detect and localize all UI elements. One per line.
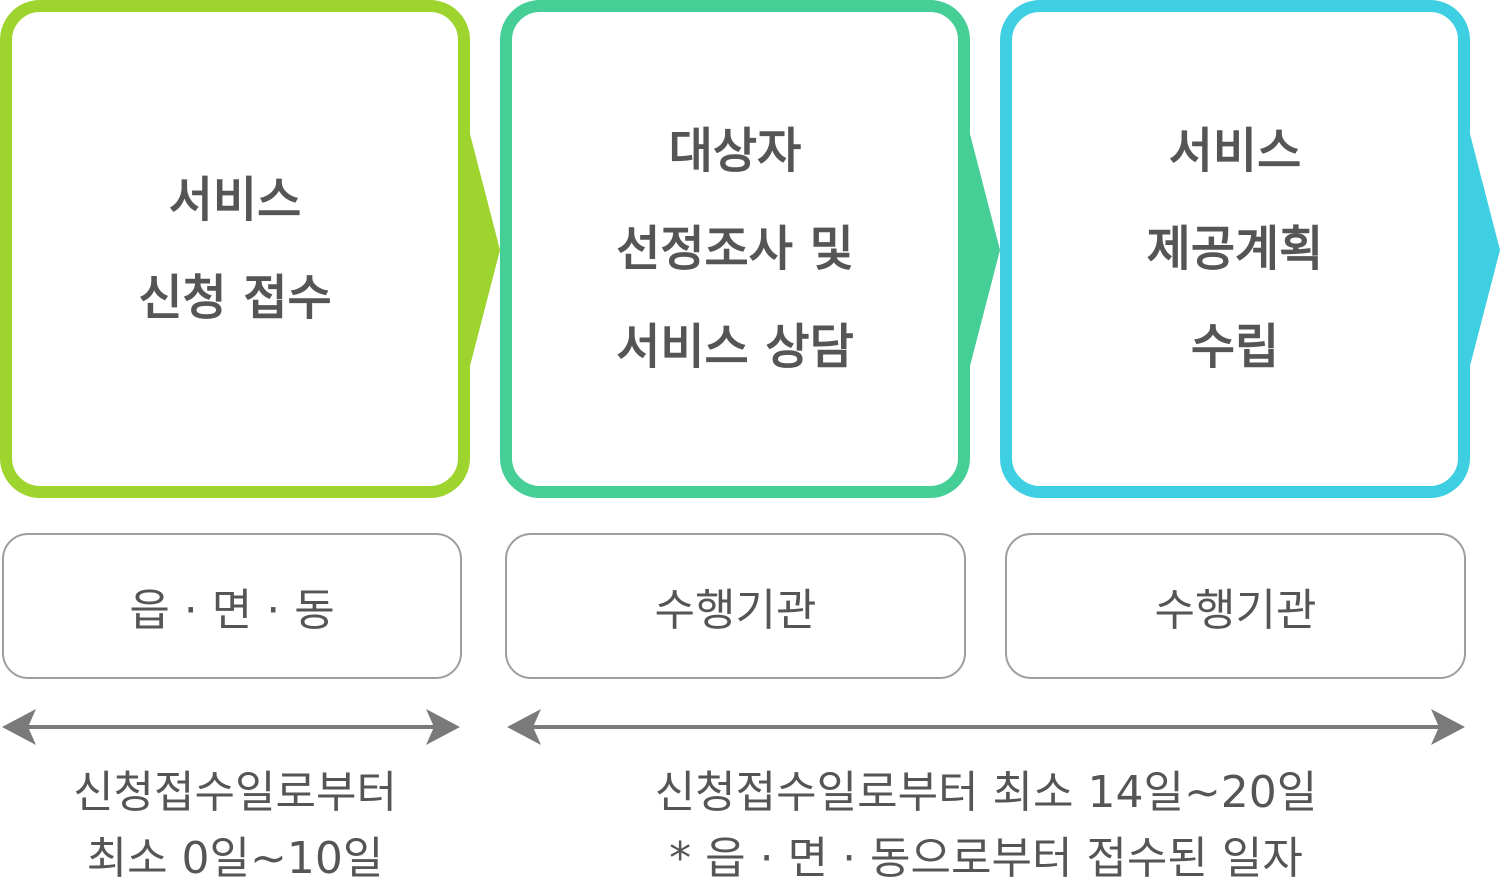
- flow-arrow-icon: [470, 134, 500, 366]
- duration-note-line: 신청접수일로부터: [73, 767, 397, 818]
- stage-label: 대상자: [668, 123, 802, 179]
- duration-note-assessment: 신청접수일로부터 최소 14일~20일 * 읍 · 면 · 동으로부터 접수된 …: [505, 760, 1467, 892]
- agent-box-provider: 수행기관: [505, 533, 966, 679]
- duration-span-arrow: [507, 709, 1465, 745]
- stage-label: 선정조사 및: [616, 221, 854, 277]
- stage-label: 서비스: [168, 172, 302, 228]
- stage-service-plan: 서비스 제공계획 수립: [1000, 0, 1470, 498]
- agent-box-provider: 수행기관: [1005, 533, 1466, 679]
- duration-note-line: 최소 0일~10일: [86, 833, 384, 884]
- duration-note-line: 신청접수일로부터 최소 14일~20일: [654, 767, 1318, 818]
- stage-label: 수립: [1190, 319, 1280, 375]
- agent-label: 읍 · 면 · 동: [129, 585, 335, 636]
- agent-label: 수행기관: [654, 585, 817, 636]
- duration-note-application: 신청접수일로부터 최소 0일~10일: [0, 760, 470, 892]
- duration-note-line: * 읍 · 면 · 동으로부터 접수된 일자: [669, 833, 1303, 884]
- duration-span-arrow: [2, 709, 460, 745]
- stage-target-assessment: 대상자 선정조사 및 서비스 상담: [500, 0, 970, 498]
- flow-arrow-icon: [970, 134, 1000, 366]
- agent-label: 수행기관: [1154, 585, 1317, 636]
- stage-label: 제공계획: [1146, 221, 1324, 277]
- stage-service-application: 서비스 신청 접수: [0, 0, 470, 498]
- flow-arrow-icon: [1470, 134, 1500, 366]
- stage-label: 서비스: [1168, 123, 1302, 179]
- agent-box-eup-myeon-dong: 읍 · 면 · 동: [2, 533, 462, 679]
- stage-label: 신청 접수: [138, 270, 332, 326]
- stage-label: 서비스 상담: [616, 319, 854, 375]
